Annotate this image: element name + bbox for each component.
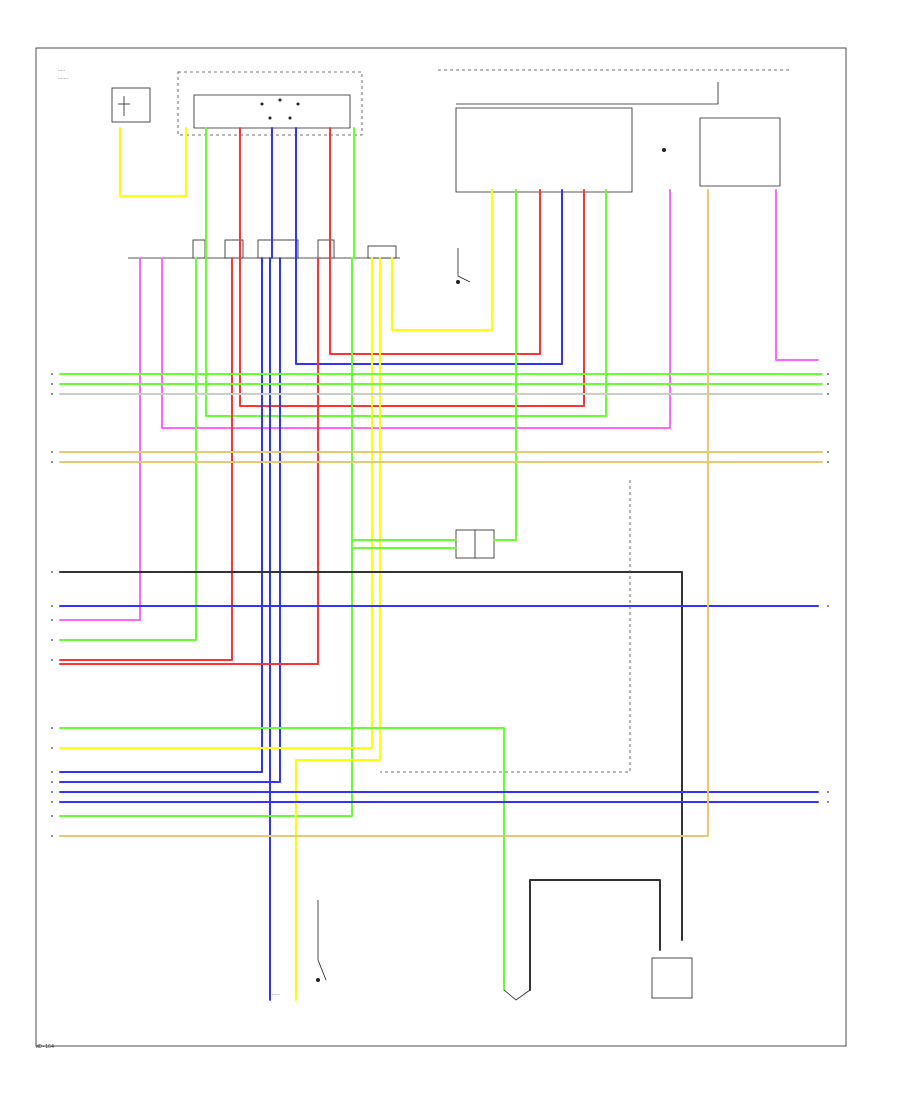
diagram-footer-label: WD-164 — [36, 1044, 55, 1050]
middle-sensor — [455, 529, 495, 559]
bottom-right-component — [651, 957, 693, 999]
center-switch — [456, 248, 471, 284]
svg-text:······: ······ — [272, 993, 281, 998]
top-center-connector — [177, 71, 363, 136]
right-pin-markers — [827, 373, 829, 803]
svg-text:·····: ····· — [58, 69, 65, 74]
bottom-center-switch — [503, 989, 531, 1001]
top-left-component: ····· ······· — [58, 69, 151, 123]
wires — [59, 127, 823, 1001]
middle-connector-bar — [128, 239, 400, 259]
svg-text:·······: ······· — [58, 77, 68, 82]
left-pin-markers — [51, 373, 53, 837]
top-right-module — [438, 69, 792, 193]
bottom-left-switch: ······ — [272, 900, 327, 998]
diagram-frame — [35, 47, 847, 1047]
